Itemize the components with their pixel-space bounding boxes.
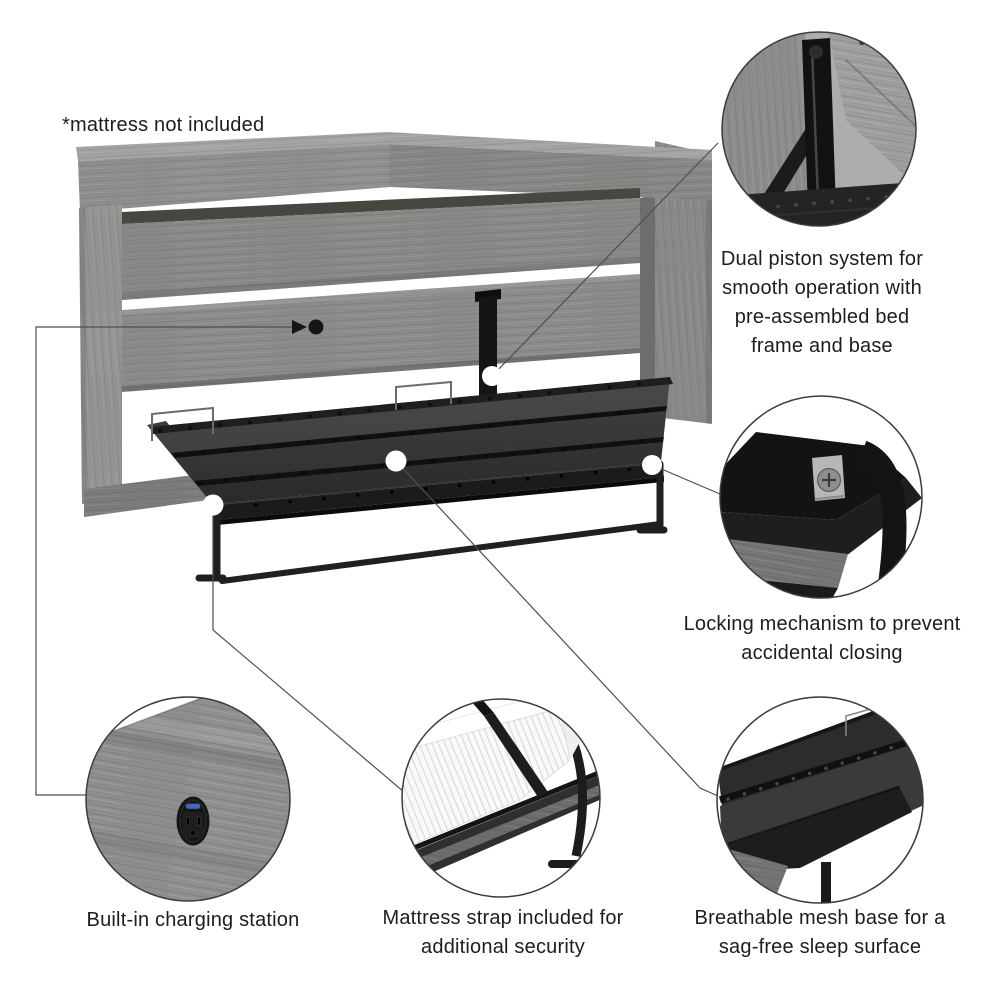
- feature-caption-dual-piston: Dual piston system for smooth operation …: [682, 245, 962, 361]
- leader-line-mesh-base: [395, 460, 719, 797]
- feature-circle-mattress-strap: [401, 698, 601, 898]
- bed-platform: [147, 377, 673, 525]
- leader-line-locking-mechanism: [651, 464, 721, 495]
- charging-port-dot: [308, 319, 324, 335]
- feature-caption-charging-station: Built-in charging station: [53, 906, 333, 935]
- leader-line-charging-station: [35, 326, 292, 796]
- callout-dot-strap: [202, 494, 224, 516]
- caption-line: Dual piston system for: [720, 248, 924, 270]
- mattress-retainer-brackets: [151, 380, 452, 441]
- feature-circle-locking-mechanism: [719, 395, 923, 599]
- usb-port-icon: [185, 803, 201, 810]
- caption-line: Breathable mesh base for a: [694, 907, 946, 929]
- callout-dot-piston: [482, 366, 502, 386]
- leader-line-dual-piston: [491, 142, 719, 377]
- feature-circle-mesh-base: [716, 696, 924, 904]
- callout-dot-lock: [642, 455, 662, 475]
- feature-circle-dual-piston: [721, 31, 917, 227]
- bed-legs: [195, 460, 668, 584]
- headboard-panel: [122, 274, 640, 392]
- caption-line: smooth operation with: [722, 277, 922, 299]
- caption-line: additional security: [421, 936, 585, 958]
- mattress-note: *mattress not included: [62, 114, 265, 136]
- feature-caption-mesh-base: Breathable mesh base for a sag-free slee…: [680, 904, 960, 962]
- caption-line: Built-in charging station: [86, 909, 300, 931]
- arrow-right-icon: [292, 320, 307, 334]
- feature-caption-mattress-strap: Mattress strap included for additional s…: [363, 904, 643, 962]
- callout-dot-mesh: [385, 450, 407, 472]
- caption-line: Locking mechanism to prevent: [683, 613, 961, 635]
- caption-line: Mattress strap included for: [382, 907, 624, 929]
- caption-line: pre-assembled bed: [734, 306, 910, 328]
- feature-circle-charging-station: [85, 696, 291, 902]
- caption-line: sag-free sleep surface: [718, 936, 922, 958]
- leader-lines: [35, 142, 721, 797]
- caption-line: accidental closing: [741, 642, 903, 664]
- leader-line-mattress-strap: [212, 505, 405, 793]
- feature-caption-locking-mechanism: Locking mechanism to prevent accidental …: [672, 610, 972, 668]
- charging-outlet: [176, 796, 210, 846]
- caption-line: frame and base: [751, 335, 893, 357]
